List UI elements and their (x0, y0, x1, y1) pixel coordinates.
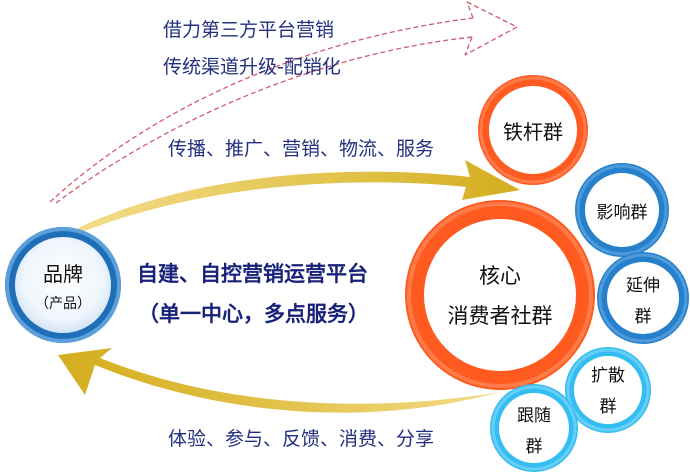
group-followers: 跟随 群 (499, 396, 569, 462)
brand-subtitle: （产品） (35, 295, 91, 312)
note-third-party: 借力第三方平台营销 (163, 19, 335, 41)
group-label: 延伸 (626, 276, 660, 296)
core-line2: 消费者社群 (447, 304, 553, 328)
group-label-suffix: 群 (599, 397, 617, 417)
group-extension: 延伸 群 (608, 266, 678, 332)
platform-title: 自建、自控营销运营平台 (137, 262, 368, 286)
group-label-suffix: 群 (634, 307, 652, 327)
outgoing-flow-label: 传播、推广、营销、物流、服务 (168, 138, 435, 160)
note-channel-upgrade: 传统渠道升级-配销化 (163, 56, 341, 78)
platform-subtitle: （单一中心，多点服务） (138, 302, 369, 326)
group-ring-influence (575, 163, 669, 257)
group-ring-diffusion (565, 347, 651, 433)
core-node: 核心 消费者社群 (420, 250, 580, 340)
core-line1: 核心 (479, 264, 521, 288)
group-label: 影响群 (596, 202, 648, 223)
dashed-arrow-icon (49, 1, 519, 204)
brand-title: 品牌 (43, 261, 83, 286)
outgoing-arrow-icon (78, 160, 520, 232)
brand-node-ring (5, 227, 121, 343)
group-ring-core-fans (478, 75, 588, 185)
core-node-ring (405, 200, 595, 390)
group-label: 扩散 (591, 366, 625, 386)
group-ring-followers (490, 384, 578, 472)
group-label-suffix: 群 (525, 437, 543, 457)
group-label: 铁杆群 (503, 119, 563, 144)
group-label: 跟随 (517, 406, 551, 426)
group-core-fans: 铁杆群 (488, 110, 578, 150)
brand-node: 品牌 （产品） (13, 245, 113, 325)
group-ring-extension (597, 252, 689, 344)
group-diffusion: 扩散 群 (573, 356, 643, 422)
group-influence: 影响群 (582, 192, 662, 228)
incoming-flow-label: 体验、参与、反馈、消费、分享 (168, 428, 435, 450)
incoming-arrow-icon (58, 348, 500, 413)
